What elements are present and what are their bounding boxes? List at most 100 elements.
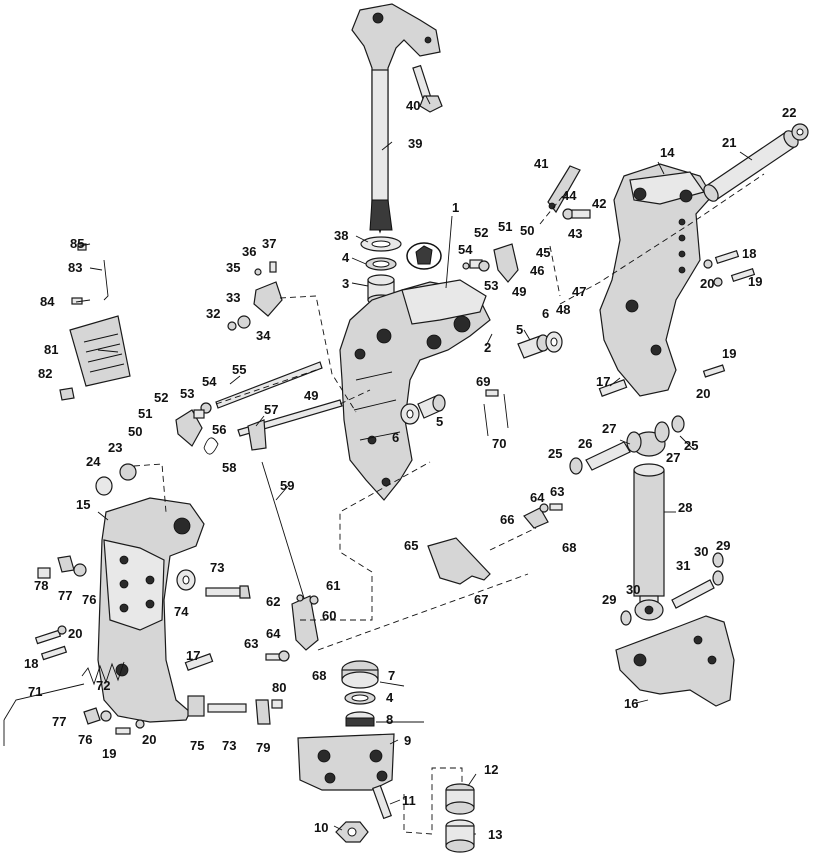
- callout-10: 10: [314, 820, 328, 835]
- callout-71: 71: [28, 684, 42, 699]
- callout-2: 2: [484, 340, 491, 355]
- callout-49-upper: 49: [512, 284, 526, 299]
- callout-20-left-b: 20: [142, 732, 156, 747]
- callout-20-right-b: 20: [696, 386, 710, 401]
- callout-19-right-b: 19: [748, 274, 762, 289]
- pin-5-upper: [517, 334, 550, 359]
- clamp-bracket-left: [97, 497, 205, 723]
- callout-17-left: 17: [186, 648, 200, 663]
- pivot-pin-26: [569, 415, 685, 475]
- callout-6-upper: 6: [542, 306, 549, 321]
- lever-60-62: [291, 595, 319, 651]
- pin-17-left: [184, 653, 214, 671]
- bracket-52-left: [175, 409, 203, 447]
- hardware-76-77-lower: [83, 707, 145, 735]
- callout-69: 69: [476, 374, 490, 389]
- callout-53-lower: 53: [180, 386, 194, 401]
- callout-labels: 1 2 3 4 5 6 7 8 9 10 11 12 13 14 15 16 1…: [24, 98, 796, 842]
- callout-81: 81: [44, 342, 58, 357]
- callout-48: 48: [556, 302, 570, 317]
- callout-46: 46: [530, 263, 544, 278]
- callout-33: 33: [226, 290, 240, 305]
- callout-20-right-a: 20: [700, 276, 714, 291]
- trim-mount-16: [615, 615, 735, 707]
- callout-49-lower: 49: [304, 388, 318, 403]
- cap-7: [341, 660, 379, 689]
- callout-29-left: 29: [602, 592, 616, 607]
- parts-53-54-right: [462, 259, 490, 272]
- tilt-tube: [703, 130, 799, 202]
- callout-53-upper: 53: [484, 278, 498, 293]
- callout-26: 26: [578, 436, 592, 451]
- callout-58: 58: [222, 460, 236, 475]
- steering-shaft: [351, 3, 441, 234]
- bushing-12: [445, 783, 475, 815]
- callout-21: 21: [722, 135, 736, 150]
- callout-22: 22: [782, 105, 796, 120]
- callout-24: 24: [86, 454, 101, 469]
- callout-57: 57: [264, 402, 278, 417]
- callout-27-upper: 27: [602, 421, 616, 436]
- callout-39: 39: [408, 136, 422, 151]
- callout-4-lower: 4: [386, 690, 394, 705]
- callout-16: 16: [624, 696, 638, 711]
- callout-73-upper: 73: [210, 560, 224, 575]
- washer-6-lower: [400, 403, 420, 425]
- callout-47: 47: [572, 284, 586, 299]
- cover-81: [69, 315, 131, 387]
- callout-63-left: 63: [244, 636, 258, 651]
- bolt-11: [371, 784, 393, 820]
- callout-59: 59: [280, 478, 294, 493]
- callout-77-upper: 77: [58, 588, 72, 603]
- callout-15: 15: [76, 497, 90, 512]
- callout-45: 45: [536, 245, 550, 260]
- washer-38: [360, 236, 402, 252]
- washer-set-43: [562, 208, 591, 220]
- callout-82: 82: [38, 366, 52, 381]
- clamp-bracket-right: [599, 163, 713, 397]
- callout-37: 37: [262, 236, 276, 251]
- screw-82: [59, 387, 75, 401]
- washer-74: [176, 569, 196, 591]
- callout-30-right: 30: [694, 544, 708, 559]
- callout-28: 28: [678, 500, 692, 515]
- spring-72: [81, 661, 125, 686]
- callout-29-right: 29: [716, 538, 730, 553]
- callout-60: 60: [322, 608, 336, 623]
- callout-68-left: 68: [312, 668, 326, 683]
- callout-78: 78: [34, 578, 48, 593]
- plate-65: [427, 537, 491, 585]
- callout-77-lower: 77: [52, 714, 66, 729]
- callout-85: 85: [70, 236, 84, 251]
- callout-1: 1: [452, 200, 459, 215]
- callout-3: 3: [342, 276, 349, 291]
- callout-9: 9: [404, 733, 411, 748]
- bolts-18-19: [702, 249, 756, 378]
- spring-56: [203, 437, 219, 455]
- callout-76-upper: 76: [82, 592, 96, 607]
- bushing-13: [445, 819, 475, 853]
- callout-63-right: 63: [550, 484, 564, 499]
- leader-lines: [75, 95, 753, 835]
- callout-51-lower: 51: [138, 406, 152, 421]
- callout-25-right: 25: [684, 438, 698, 453]
- callout-68-right: 68: [562, 540, 576, 555]
- callout-56: 56: [212, 422, 226, 437]
- callout-35: 35: [226, 260, 240, 275]
- callout-74: 74: [174, 604, 189, 619]
- callout-44: 44: [562, 188, 577, 203]
- hardware-63-64-left: [265, 650, 290, 662]
- assembly-lines: [133, 173, 765, 835]
- callout-5-lower: 5: [436, 414, 443, 429]
- bolts-18-20-left: [34, 625, 68, 661]
- callout-72: 72: [96, 678, 110, 693]
- callout-23: 23: [108, 440, 122, 455]
- callout-12: 12: [484, 762, 498, 777]
- pin-5-lower: [417, 394, 446, 419]
- callout-36: 36: [242, 244, 256, 259]
- callout-84: 84: [40, 294, 55, 309]
- callout-50-lower: 50: [128, 424, 142, 439]
- callout-79: 79: [256, 740, 270, 755]
- callout-54-upper: 54: [458, 242, 473, 257]
- callout-52-upper: 52: [474, 225, 488, 240]
